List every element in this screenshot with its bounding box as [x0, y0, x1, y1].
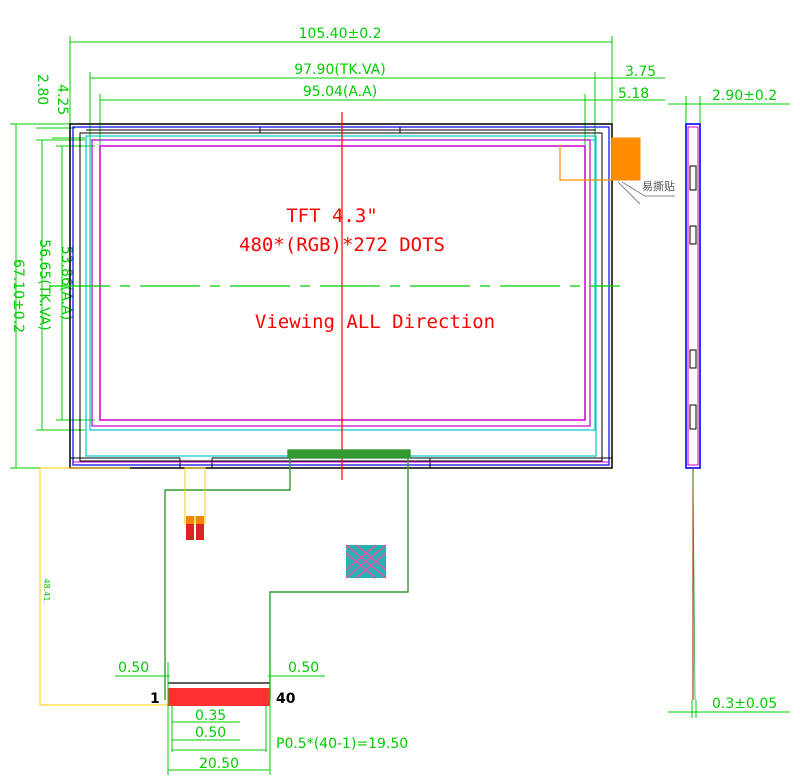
dim-tk-va-width: 97.90(TK.VA) [294, 62, 385, 78]
fpc-bottom-dimensions [115, 662, 325, 775]
dim-right-offset-2: 5.18 [618, 86, 649, 102]
panel-front-view [69, 123, 613, 469]
dim-fpc-width: 20.50 [199, 756, 239, 772]
dim-overall-height: 67.10±0.2 [10, 259, 26, 333]
dim-left-offset-1: 2.80 [34, 74, 50, 105]
pin-40-label: 40 [276, 691, 296, 707]
viewing-direction-label: Viewing ALL Direction [255, 311, 495, 333]
dim-fpc-thickness: 0.3±0.05 [712, 696, 777, 712]
dim-fpc-edge-left: 0.50 [118, 660, 149, 676]
dim-pin-space: 0.50 [195, 725, 226, 741]
dim-aa-height: 53.86(A.A) [58, 246, 74, 320]
easy-peel-tape [559, 137, 675, 205]
dim-fpc-length: 48.41 [42, 579, 51, 602]
dim-thickness: 2.90±0.2 [712, 88, 777, 104]
dim-left-offset-2: 4.25 [54, 84, 70, 115]
top-dimensions [36, 36, 665, 145]
fpc-length-dimension [39, 467, 168, 706]
fpc-ic-chip [345, 544, 387, 579]
fpc-connector [168, 682, 270, 706]
left-dimensions [10, 123, 95, 469]
fpc-cable [164, 449, 411, 700]
dim-fpc-edge-right: 0.50 [288, 660, 319, 676]
dim-pin-width: 0.35 [195, 708, 226, 724]
dim-overall-width: 105.40±0.2 [299, 26, 382, 42]
dim-tk-va-height: 56.65(TK.VA) [36, 239, 52, 330]
dim-aa-width: 95.04(A.A) [303, 84, 377, 100]
fpc-stiffener [184, 467, 206, 540]
dim-pitch-formula: P0.5*(40-1)=19.50 [276, 736, 408, 752]
dim-right-offset-1: 3.75 [625, 64, 656, 80]
pin-1-label: 1 [150, 691, 160, 707]
tape-label: 易撕贴 [642, 179, 675, 193]
side-view [668, 96, 790, 718]
display-size-label: TFT 4.3" [286, 205, 378, 227]
resolution-label: 480*(RGB)*272 DOTS [239, 234, 445, 256]
